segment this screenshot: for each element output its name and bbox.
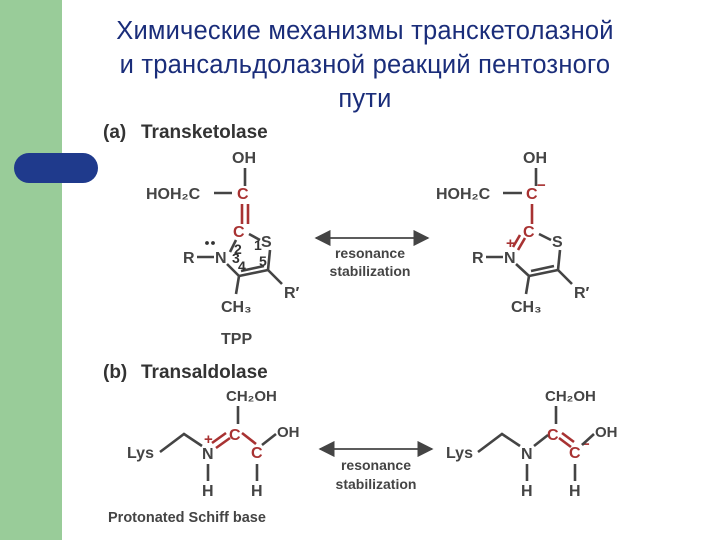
schiff-base-caption: Protonated Schiff base	[108, 510, 266, 526]
b-left-n-c-double-a	[215, 436, 231, 450]
panel-a-label: (a)	[103, 122, 126, 143]
panel-b-stabilization-text: stabilization	[336, 476, 417, 492]
left-ring-number-5: 5	[259, 253, 267, 269]
right-rprime-label: R′	[574, 285, 590, 302]
b-left-ch2oh-label: CH₂OH	[226, 388, 277, 405]
right-r-label: R	[472, 250, 484, 267]
left-carbanion-c: C	[237, 186, 249, 203]
b-left-lys-chain	[159, 432, 203, 454]
right-ring-bond-c4-n	[515, 263, 530, 277]
b-right-n-label: N	[521, 446, 533, 463]
b-right-lys-chain	[477, 432, 521, 454]
panel-a-heading: Transketolase	[141, 122, 268, 143]
b-left-n-plus-charge: +	[204, 431, 213, 448]
left-n-label: N	[215, 250, 227, 267]
b-right-c-minus-charge: −	[581, 436, 590, 453]
b-right-c2-label: C	[569, 445, 581, 462]
transketolase-left-structure: OH HOH₂C C C S N R 2 1 3 4 5 R′ CH₃	[146, 150, 300, 316]
left-ring-bond-s-c5	[266, 249, 272, 271]
panel-a-stabilization-text: stabilization	[330, 263, 411, 279]
right-c2-label: C	[523, 224, 535, 241]
left-ring-number-4: 4	[238, 258, 246, 274]
decorative-pill	[14, 153, 98, 183]
b-left-n-c-double-b	[211, 431, 227, 445]
right-ch3-bond	[524, 275, 531, 295]
b-right-c1-label: C	[547, 427, 559, 444]
right-carbanion-charge: −	[537, 177, 546, 194]
b-left-oh-label: OH	[277, 424, 300, 441]
slide-title: Химические механизмы транскетолазной и т…	[20, 14, 710, 116]
title-band	[62, 0, 720, 100]
right-rprime-bond	[557, 269, 573, 285]
panel-a-resonance-text: resonance	[335, 245, 405, 261]
left-ring-bond-c4-n	[226, 263, 240, 277]
slide-title-line-1: Химические механизмы транскетолазной	[116, 17, 614, 45]
left-r-label: R	[183, 250, 195, 267]
left-lone-pair-dot	[205, 241, 209, 245]
b-left-c-c-bond	[241, 431, 257, 446]
right-n-label: N	[504, 250, 516, 267]
b-right-oh-bond	[581, 433, 595, 446]
b-left-c2-label: C	[251, 445, 263, 462]
b-right-oh-label: OH	[595, 424, 618, 441]
left-ch3-label: CH₃	[221, 299, 252, 316]
decorative-side-bar	[0, 0, 62, 540]
slide-title-line-2: и трансальдолазной реакций пентозного	[119, 51, 611, 79]
left-ring-bond-n-c2	[228, 239, 238, 253]
b-left-c1-label: C	[229, 427, 241, 444]
b-right-c-c-double-a	[561, 431, 575, 444]
left-oh-label: OH	[232, 150, 256, 167]
left-ring-bond-c2-s	[248, 232, 261, 242]
b-left-c-h-label: H	[251, 483, 263, 500]
left-lone-pair-dot	[211, 241, 215, 245]
b-left-n-label: N	[202, 446, 214, 463]
transaldolase-right-structure: CH₂OH C C − OH N Lys H H	[446, 388, 618, 500]
transaldolase-left-structure: CH₂OH C C OH N + Lys H H	[127, 388, 300, 500]
left-ch3-bond	[234, 275, 241, 295]
panel-b-resonance-text: resonance	[341, 457, 411, 473]
left-hoh2c-label: HOH₂C	[146, 186, 201, 203]
slide-title-line-3: пути	[338, 85, 392, 113]
b-right-ch2oh-label: CH₂OH	[545, 388, 596, 405]
panel-b-heading: Transaldolase	[141, 362, 268, 383]
tpp-label: TPP	[221, 331, 252, 348]
b-left-lys-label: Lys	[127, 445, 154, 462]
right-ring-double-inner	[530, 264, 555, 273]
left-s-label: S	[261, 234, 272, 251]
left-ring-double-inner	[240, 264, 265, 273]
right-ring-bond-c5-c4	[528, 268, 559, 278]
right-ring-double-b	[511, 234, 522, 248]
left-rprime-label: R′	[284, 285, 300, 302]
left-ring-bond-c5-c4	[238, 268, 269, 278]
panel-b-label: (b)	[103, 362, 127, 383]
right-oh-label: OH	[523, 150, 547, 167]
right-ring-double-a	[516, 237, 527, 251]
right-ch3-label: CH₃	[511, 299, 542, 316]
right-carbanion-c: C	[526, 186, 538, 203]
left-ring-number-3: 3	[232, 250, 240, 266]
b-right-c-h-label: H	[569, 483, 581, 500]
b-right-n-h-label: H	[521, 483, 533, 500]
left-rprime-bond	[267, 269, 283, 285]
b-left-n-h-label: H	[202, 483, 214, 500]
b-left-oh-bond	[261, 432, 277, 447]
left-c2-label: C	[233, 224, 245, 241]
right-ring-bond-c2-s	[538, 232, 552, 242]
transketolase-right-structure: OH HOH₂C C − C S N + R R′ CH₃	[436, 150, 590, 316]
right-s-label: S	[552, 234, 563, 251]
b-right-n-c-bond	[533, 433, 549, 448]
left-ring-number-1: 1	[254, 237, 262, 253]
b-right-lys-label: Lys	[446, 445, 473, 462]
right-hoh2c-label: HOH₂C	[436, 186, 491, 203]
b-right-c-c-double-b	[558, 436, 572, 449]
right-ring-bond-s-c5	[556, 249, 562, 271]
right-n-plus-charge: +	[506, 235, 515, 252]
left-ring-number-2: 2	[234, 241, 242, 257]
